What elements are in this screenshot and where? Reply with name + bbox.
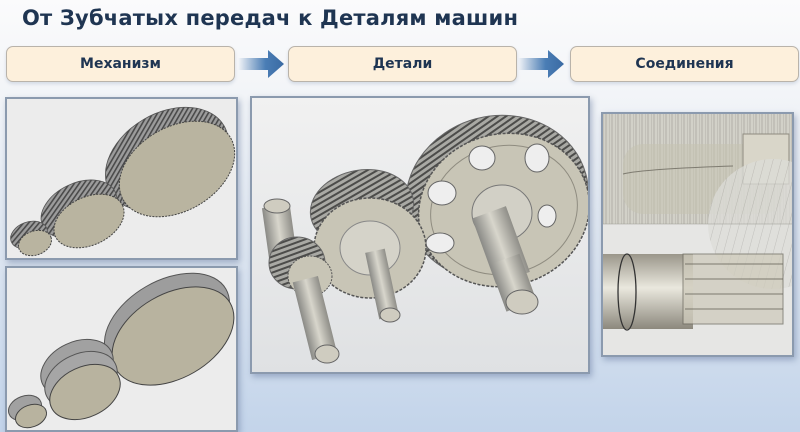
gears-shafts-image (252, 98, 588, 372)
arrow-right-icon (518, 50, 564, 78)
page-title: От Зубчатых передач к Деталям машин (22, 6, 519, 30)
panel-connections (601, 112, 794, 357)
arrow-right-icon (238, 50, 284, 78)
gear-train-image (10, 106, 236, 257)
spline-connection-image (603, 114, 792, 355)
stage-connections: Соединения (570, 46, 799, 82)
stage-parts-label: Детали (372, 56, 433, 72)
panel-mechanism-gears (5, 97, 238, 260)
stage-mechanism: Механизм (6, 46, 235, 82)
stage-mechanism-label: Механизм (80, 56, 161, 72)
stage-parts: Детали (288, 46, 517, 82)
cylinder-model-image (8, 272, 235, 429)
stage-connections-label: Соединения (635, 56, 734, 72)
panel-mechanism-cylinders (5, 266, 238, 432)
panel-parts (250, 96, 590, 374)
